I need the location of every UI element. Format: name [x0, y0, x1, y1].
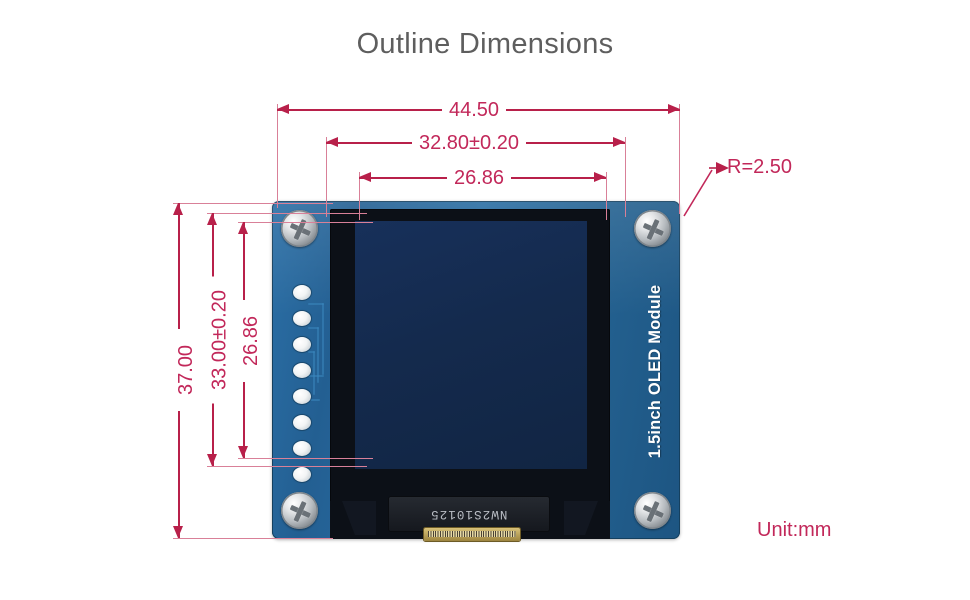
fpc-connector	[424, 528, 520, 541]
extension-line	[606, 172, 608, 220]
silkscreen-text: 1.5inch OLED Module	[646, 284, 665, 458]
screw-top-right	[634, 210, 671, 247]
dimension-label-overall-width: 44.50	[442, 99, 507, 121]
arrow-right	[594, 172, 606, 182]
pin-hole	[293, 467, 311, 482]
oled-active-area	[355, 221, 587, 469]
arrow-up	[238, 222, 248, 234]
dimension-label-corner-radius: R=2.50	[727, 156, 793, 178]
screw-top-left	[281, 210, 318, 247]
arrow-up	[173, 203, 183, 215]
extension-line	[625, 137, 627, 217]
extension-line	[359, 172, 361, 220]
fpc-pins	[428, 531, 516, 537]
dimension-label-active-width: 26.86	[447, 167, 512, 189]
arrow-left	[359, 172, 371, 182]
screw-cross-icon	[284, 213, 314, 243]
screw-bottom-right	[634, 492, 671, 529]
pcb-trace	[308, 351, 315, 353]
display-bezel	[330, 209, 610, 511]
extension-line	[173, 203, 333, 205]
pin-hole	[293, 311, 311, 326]
unit-note: Unit:mm	[757, 519, 832, 541]
pcb-trace	[308, 303, 324, 305]
page-title: Outline Dimensions	[356, 28, 614, 60]
dimension-label-active-height: 26.86	[240, 300, 262, 382]
extension-line	[679, 104, 681, 214]
arrow-down	[238, 446, 248, 458]
pcb-trace	[308, 327, 319, 329]
dimension-label-overall-height: 37.00	[175, 329, 197, 411]
silkscreen: 1.5inch OLED Module	[634, 237, 678, 505]
pin-hole	[293, 363, 311, 378]
pcb-trace	[322, 303, 324, 375]
arrow-right	[613, 137, 625, 147]
arrow-left	[326, 137, 338, 147]
extension-line	[277, 104, 279, 208]
pcb-trace	[308, 375, 324, 377]
arrow-down	[207, 454, 217, 466]
pcb-trace	[313, 351, 315, 395]
oled-module-board: NW2S10125 1.5inch OLED Module	[272, 201, 680, 541]
extension-line	[238, 222, 373, 224]
extension-line	[326, 137, 328, 217]
extension-line	[207, 466, 367, 468]
screw-cross-icon	[284, 495, 314, 525]
pin-hole	[293, 441, 311, 456]
pin-hole	[293, 337, 311, 352]
arrow-down	[173, 526, 183, 538]
pin-hole	[293, 389, 311, 404]
dimension-label-module-height: 33.00±0.20	[208, 276, 231, 404]
extension-line	[207, 213, 367, 215]
screw-bottom-left	[281, 492, 318, 529]
arrow-left	[277, 104, 289, 114]
extension-line	[173, 538, 333, 540]
arrow-right	[668, 104, 680, 114]
pin-hole	[293, 415, 311, 430]
connector-label: NW2S10125	[389, 497, 549, 531]
pcb-trace	[308, 399, 320, 401]
pin-hole	[293, 285, 311, 300]
extension-line	[238, 458, 373, 460]
connector-label-text: NW2S10125	[430, 507, 508, 521]
pcb-trace	[317, 327, 319, 383]
dimension-label-module-width: 32.80±0.20	[412, 132, 526, 154]
arrow-up	[207, 213, 217, 225]
